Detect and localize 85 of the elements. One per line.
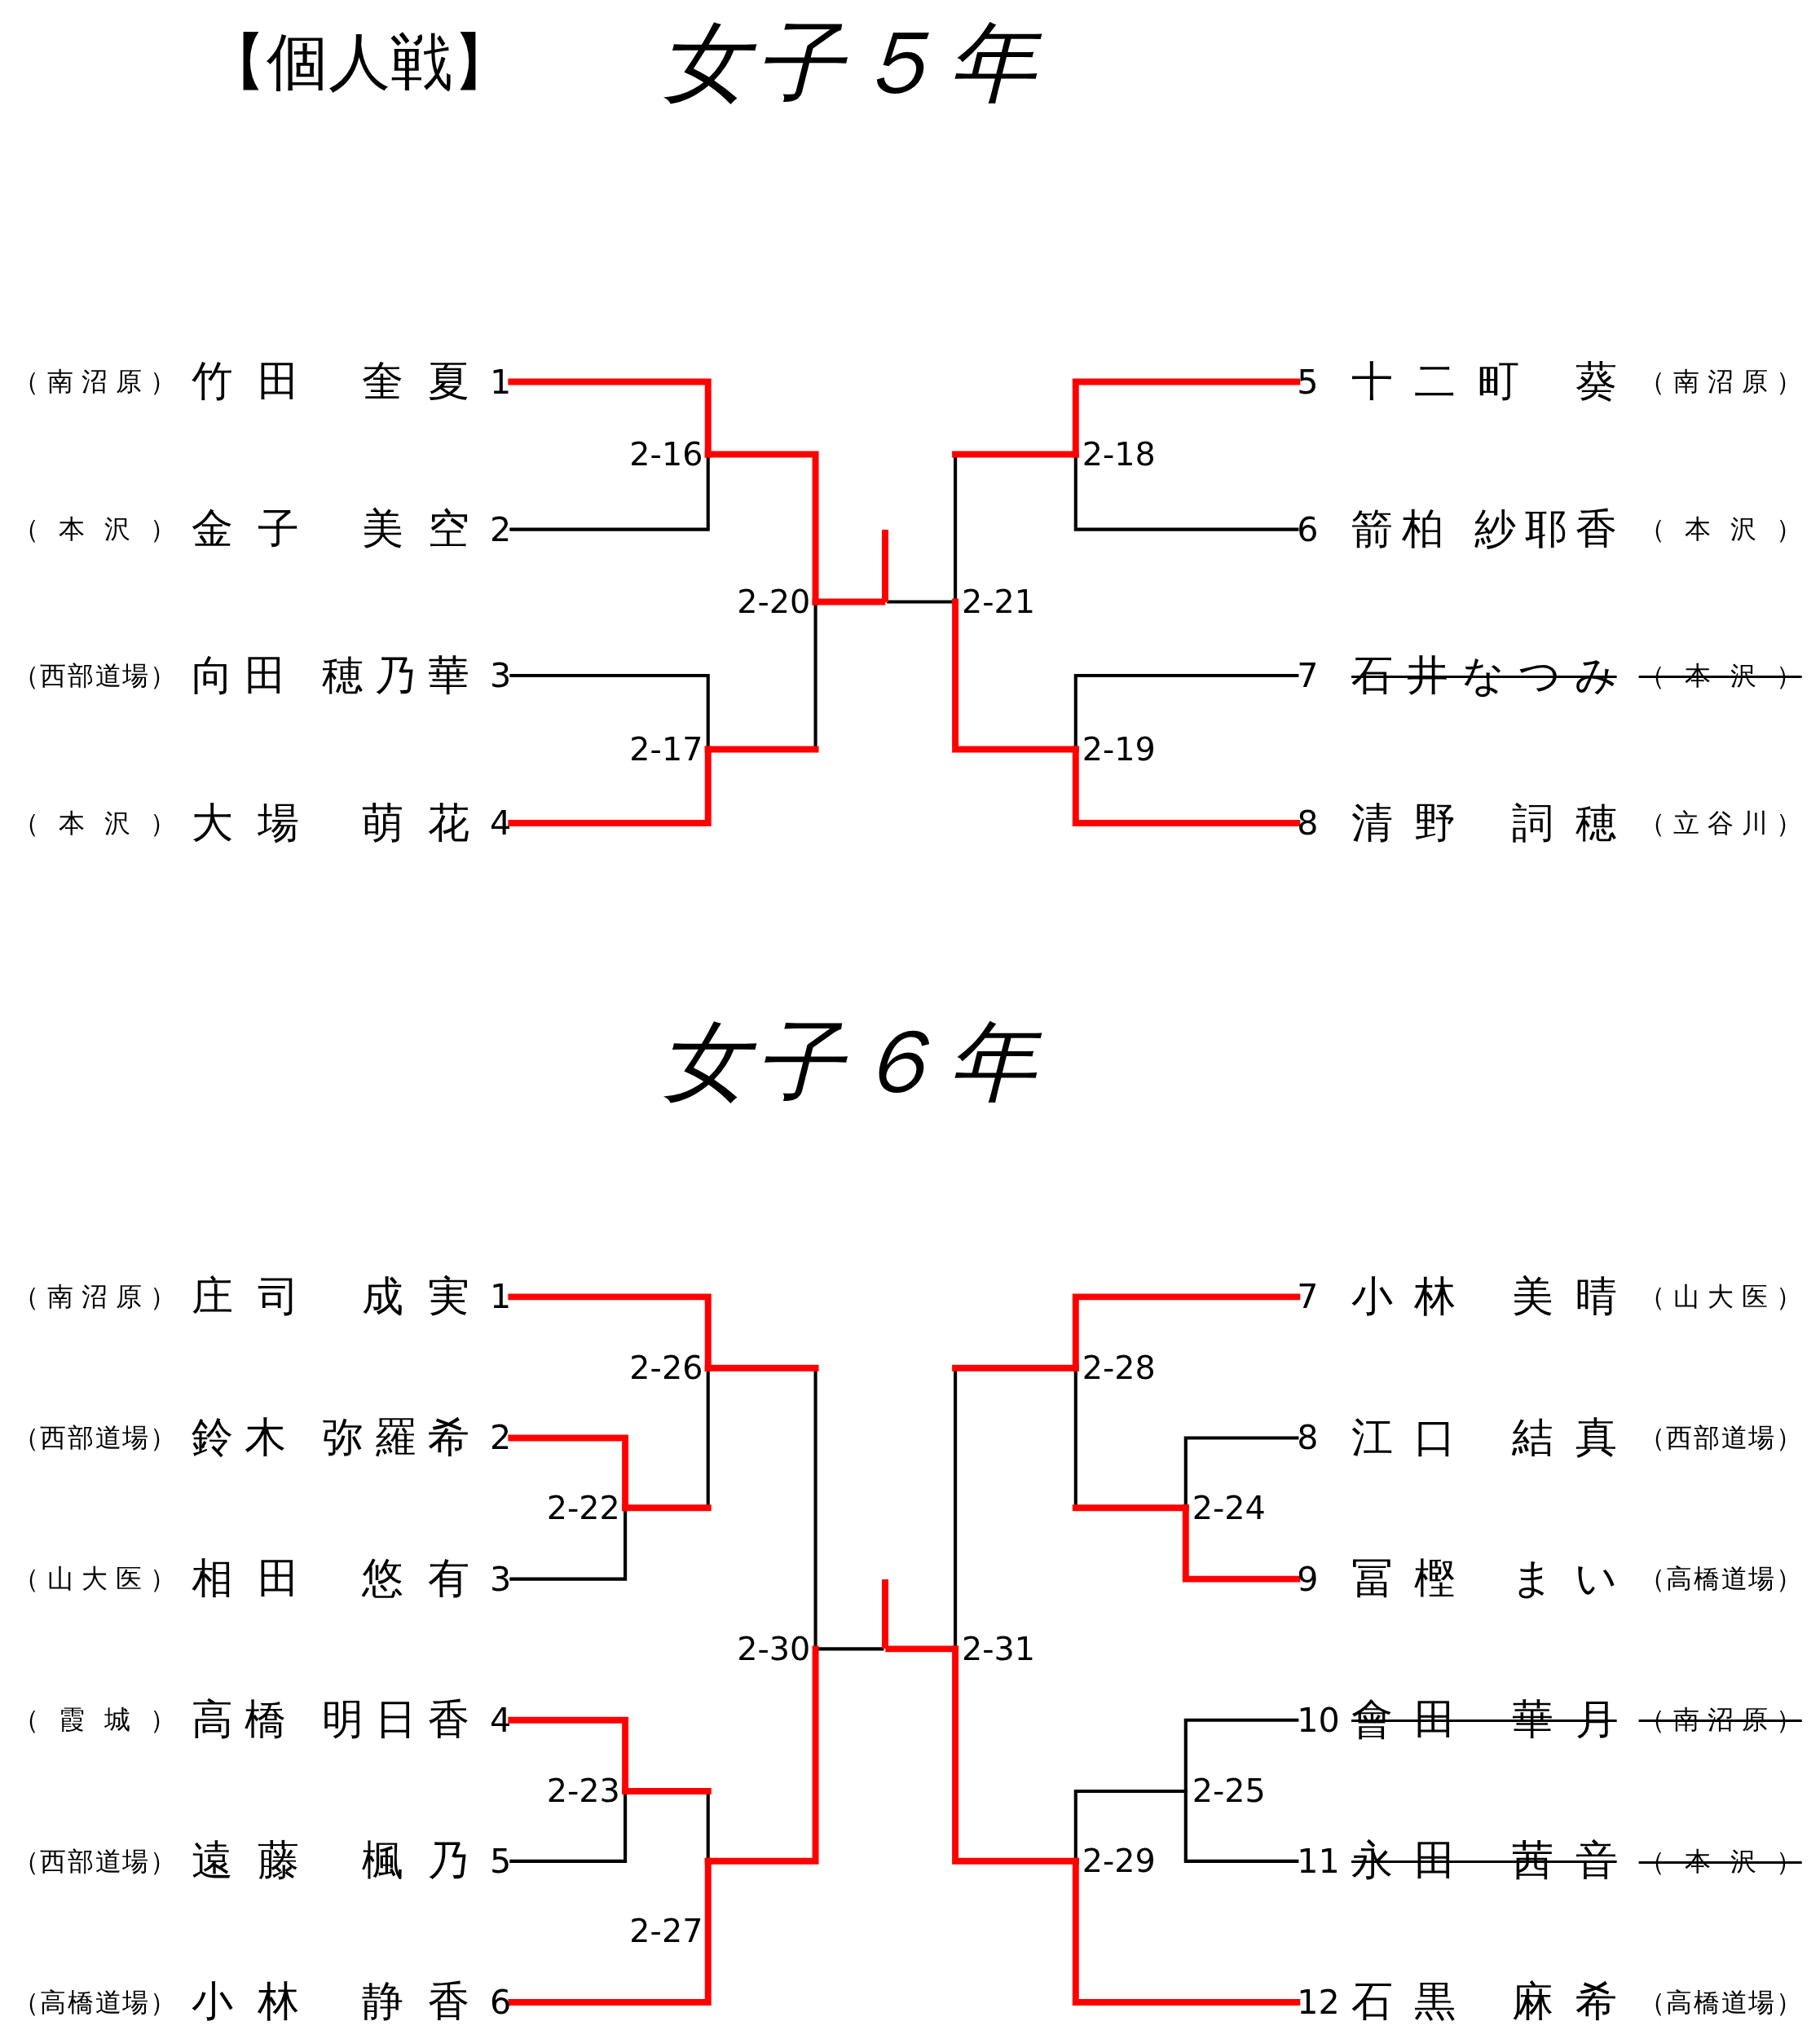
match-number: 2-29	[1075, 1838, 1156, 1885]
seed-number: 2	[489, 509, 512, 549]
match-number: 2-25	[1185, 1768, 1266, 1815]
seed-number: 9	[1297, 1559, 1320, 1599]
seed-number: 11	[1297, 1841, 1341, 1881]
school-name: （南沼原）	[12, 366, 176, 399]
player-name: 庄司 成実	[192, 1270, 470, 1322]
bracket-line	[812, 598, 886, 605]
match-number: 2-27	[629, 1860, 708, 1955]
match-number: 2-23	[546, 1768, 626, 1815]
match-number: 2-18	[1075, 430, 1156, 478]
match-number: 2-17	[629, 725, 708, 773]
seed-number: 8	[1297, 804, 1320, 843]
seed-number: 7	[1297, 656, 1320, 696]
school-name: （西部道場）	[12, 1845, 176, 1878]
player-name: 永田 茜音	[1351, 1835, 1617, 1887]
match-number: 2-26	[629, 1345, 708, 1392]
player-name: 大場 萌花	[192, 797, 470, 848]
school-name: （霞城）	[12, 1704, 176, 1737]
player-name: 遠藤 楓乃	[192, 1835, 470, 1887]
player-name: 鈴木 弥羅希	[192, 1411, 470, 1463]
match-number: 2-31	[955, 1625, 1036, 1672]
seed-number: 5	[489, 1841, 512, 1881]
school-name: （山大医）	[1638, 1281, 1802, 1314]
player-name: 江口 結真	[1351, 1411, 1617, 1463]
seed-number: 12	[1297, 1982, 1341, 2022]
player-name: 石井なつみ	[1351, 650, 1617, 701]
match-number: 2-16	[629, 430, 708, 478]
seed-number: 3	[489, 656, 512, 696]
school-name: （南沼原）	[1638, 1704, 1802, 1737]
bracket-line	[952, 598, 1079, 753]
school-name: （高橋道場）	[1638, 1986, 1802, 2019]
school-name: （西部道場）	[1638, 1422, 1802, 1455]
bracket-line	[704, 1645, 819, 1865]
player-name: 相田 悠有	[192, 1553, 470, 1605]
match-number: 2-19	[1075, 725, 1156, 773]
seed-number: 5	[1297, 362, 1320, 402]
match-number: 2-30	[737, 1625, 816, 1672]
school-name: （西部道場）	[12, 659, 176, 692]
seed-number: 2	[489, 1418, 512, 1458]
seed-number: 6	[489, 1982, 512, 2022]
seed-number: 10	[1297, 1700, 1341, 1740]
section-heading: 女子６年	[659, 1009, 1044, 1113]
school-name: （高橋道場）	[12, 1986, 176, 2019]
school-name: （本沢）	[1638, 659, 1802, 692]
seed-number: 6	[1297, 509, 1320, 549]
school-name: （山大医）	[12, 1563, 176, 1596]
seed-number: 4	[489, 1700, 512, 1740]
player-name: 清野 詞穂	[1351, 797, 1617, 848]
seed-number: 7	[1297, 1277, 1320, 1317]
school-name: （南沼原）	[12, 1281, 176, 1314]
match-number: 2-22	[546, 1484, 626, 1531]
player-name: 金子 美空	[192, 504, 470, 555]
winner-flag	[882, 529, 889, 602]
seed-number: 1	[489, 1277, 512, 1317]
seed-number: 8	[1297, 1418, 1320, 1458]
school-name: （南沼原）	[1638, 366, 1802, 399]
player-name: 高橋 明日香	[192, 1694, 470, 1746]
winner-flag	[882, 1579, 889, 1649]
player-name: 箭柏 紗耶香	[1351, 504, 1617, 555]
school-name: （本沢）	[1638, 513, 1802, 546]
match-number: 2-20	[737, 578, 816, 626]
match-number: 2-28	[1075, 1345, 1156, 1392]
school-name: （高橋道場）	[1638, 1563, 1802, 1596]
player-name: 竹田 奎夏	[192, 356, 470, 407]
player-name: 會田 華月	[1351, 1694, 1617, 1746]
player-name: 冨樫 まい	[1351, 1553, 1617, 1605]
seed-number: 1	[489, 362, 512, 402]
player-name: 小林 美晴	[1351, 1270, 1617, 1322]
school-name: （本沢）	[12, 513, 176, 546]
player-name: 十二町 葵	[1351, 356, 1617, 407]
school-name: （立谷川）	[1638, 807, 1802, 839]
match-number: 2-21	[955, 578, 1036, 626]
seed-number: 4	[489, 804, 512, 843]
school-name: （本沢）	[1638, 1845, 1802, 1878]
player-name: 石黒 麻希	[1351, 1976, 1617, 2028]
school-name: （本沢）	[12, 807, 176, 839]
title: 【個人戦】	[204, 25, 514, 99]
player-name: 向田 穂乃華	[192, 650, 470, 701]
section-heading: 女子５年	[659, 10, 1044, 114]
school-name: （西部道場）	[12, 1422, 176, 1455]
bracket-line	[885, 1645, 959, 1653]
match-number: 2-24	[1185, 1484, 1266, 1531]
seed-number: 3	[489, 1559, 512, 1599]
player-name: 小林 静香	[192, 1976, 470, 2028]
